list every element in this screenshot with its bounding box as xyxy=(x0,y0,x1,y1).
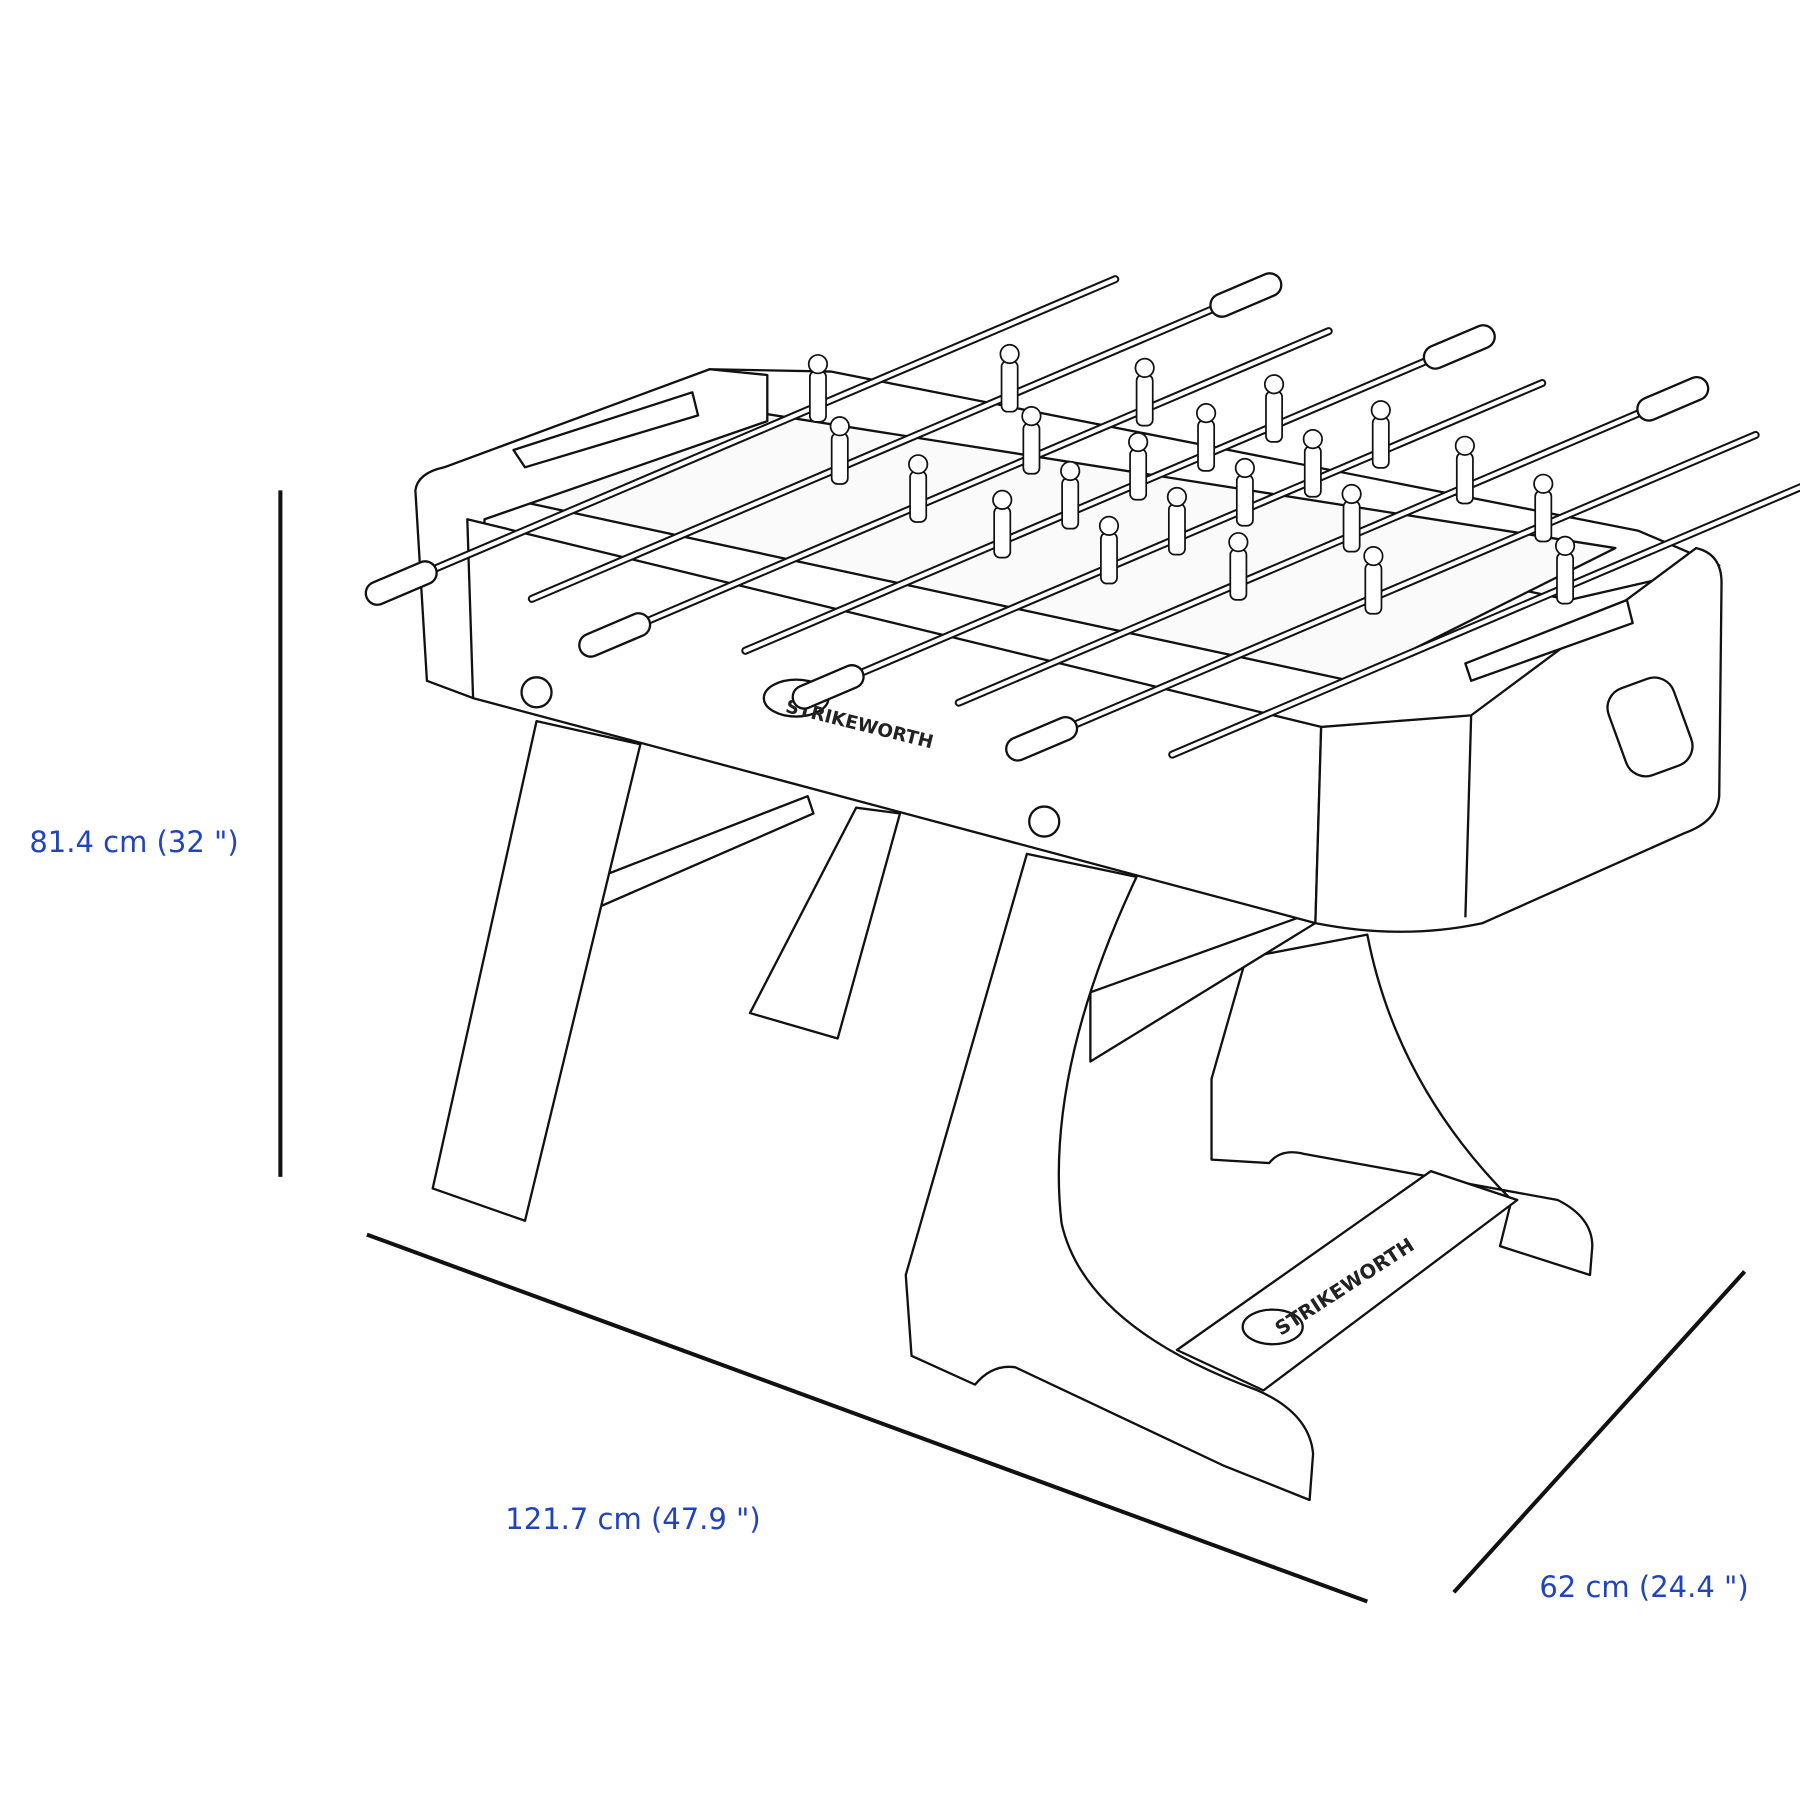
player-rods xyxy=(364,272,1800,762)
front-ball-return xyxy=(1028,805,1061,838)
player-figure xyxy=(1534,489,1553,543)
player-head xyxy=(807,354,829,375)
right-end-panel xyxy=(1314,546,1723,933)
right-end-edge xyxy=(1464,715,1473,918)
rod-highlight xyxy=(956,406,1651,705)
foot-rest-logo-badge xyxy=(1241,1308,1304,1346)
player-figure xyxy=(1556,551,1575,605)
player-head xyxy=(1166,486,1188,508)
player-figure xyxy=(1129,448,1148,501)
rod-highlight xyxy=(529,303,1224,601)
player-head xyxy=(908,454,929,475)
player-figure xyxy=(1229,548,1248,601)
player-head xyxy=(1098,515,1120,536)
depth-dimension-line xyxy=(1452,1270,1747,1594)
player-figure xyxy=(1022,422,1041,475)
rod-highlight xyxy=(1063,432,1758,731)
rod-handle-face[interactable] xyxy=(366,562,436,604)
player-head xyxy=(1228,532,1249,553)
back-right-leg xyxy=(1210,933,1594,1277)
player-head xyxy=(1263,374,1285,395)
rod-handle-face[interactable] xyxy=(1007,718,1076,760)
player-figure xyxy=(1000,360,1019,413)
depth-dimension-label: 62 cm (24.4 ") xyxy=(1539,1570,1749,1604)
player-head xyxy=(1060,460,1081,482)
player-head xyxy=(1134,357,1155,378)
player-head xyxy=(1454,435,1475,456)
player-figure xyxy=(1342,500,1361,553)
dimension-lines xyxy=(278,490,1747,1604)
rod-highlight xyxy=(1170,485,1800,757)
player-figure xyxy=(1135,373,1154,427)
player-figure xyxy=(1197,419,1216,472)
front-left-leg xyxy=(431,719,642,1222)
length-dimension-label: 121.7 cm (47.9 ") xyxy=(505,1502,761,1536)
rod-handle-face[interactable] xyxy=(1211,274,1281,316)
rod-highlight xyxy=(743,355,1438,653)
player-head xyxy=(1533,473,1554,494)
front-right-leg xyxy=(904,852,1315,1502)
player-head xyxy=(1302,429,1323,450)
right-handle-slot xyxy=(1606,676,1694,778)
player-figure xyxy=(1364,562,1383,615)
player-head xyxy=(1341,483,1362,505)
height-dimension-label: 81.4 cm (32 ") xyxy=(29,825,239,859)
player-figure xyxy=(1455,451,1474,505)
rod-handle-face[interactable] xyxy=(580,614,649,656)
player-head xyxy=(1363,545,1384,567)
table-legs: STRIKEWORTH xyxy=(431,719,1594,1502)
player-head xyxy=(1370,400,1391,421)
player-figure xyxy=(809,370,827,423)
player-figure xyxy=(830,432,849,485)
player-head xyxy=(829,416,850,437)
back-left-leg xyxy=(748,806,902,1040)
player-head xyxy=(1554,535,1576,556)
rod-highlight xyxy=(423,277,1118,575)
rod-highlight xyxy=(636,329,1331,627)
player-figure xyxy=(909,470,928,523)
rod-handle-face[interactable] xyxy=(1425,326,1494,368)
rod-handle-face[interactable] xyxy=(793,666,863,708)
player-figure xyxy=(1265,390,1283,443)
left-score-counter xyxy=(512,391,700,469)
player-head xyxy=(1021,405,1042,427)
player-figure xyxy=(993,505,1012,559)
player-figure xyxy=(1100,531,1118,585)
rod-highlight xyxy=(850,381,1545,679)
player-figure xyxy=(1167,502,1186,556)
player-head xyxy=(1234,457,1255,479)
player-head xyxy=(992,489,1013,510)
player-head xyxy=(1195,403,1217,424)
player-head xyxy=(1128,431,1149,453)
goal-ball-return xyxy=(520,676,553,709)
right-score-counter xyxy=(1464,598,1634,682)
player-figure xyxy=(1303,445,1322,498)
rod-handle-face[interactable] xyxy=(1638,378,1708,420)
player-head xyxy=(999,343,1020,365)
player-figure xyxy=(1371,416,1390,469)
player-figure xyxy=(1061,477,1080,530)
player-figure xyxy=(1235,474,1254,527)
length-dimension-line xyxy=(366,1232,1369,1604)
